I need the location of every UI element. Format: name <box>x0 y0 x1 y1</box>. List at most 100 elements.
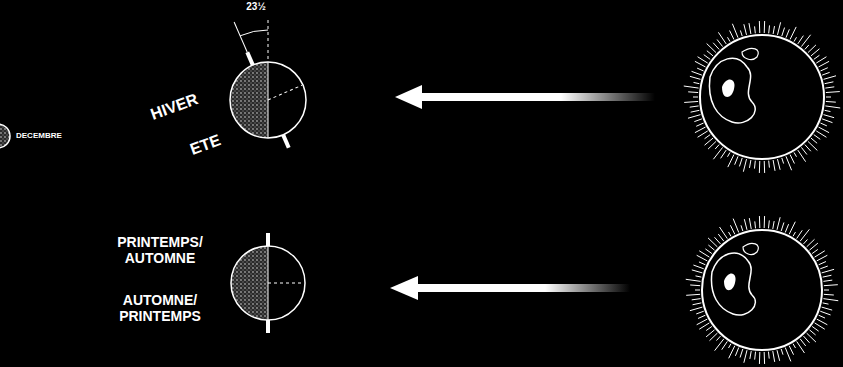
corona-ray <box>705 135 711 139</box>
corona-ray <box>735 156 738 164</box>
corona-ray <box>823 303 829 304</box>
corona-ray <box>790 155 794 164</box>
corona-ray <box>823 275 832 277</box>
corona-ray <box>785 347 791 361</box>
earth-outline <box>231 246 305 320</box>
corona-ray <box>699 251 709 257</box>
corona-ray <box>722 341 728 349</box>
corona-ray <box>744 24 747 35</box>
corona-ray <box>713 147 722 159</box>
corona-ray <box>793 344 796 348</box>
ray-head <box>395 85 422 109</box>
corona-ray <box>825 82 834 84</box>
corona-ray <box>786 29 789 37</box>
corona-ray <box>692 71 702 75</box>
axis-stub <box>266 320 270 333</box>
corona-ray <box>790 27 796 40</box>
equator <box>268 85 302 100</box>
corona-ray <box>786 156 792 170</box>
sun-spot <box>724 274 736 291</box>
corona-ray <box>699 323 709 329</box>
sun-spot <box>722 80 735 97</box>
corona-ray <box>686 294 700 296</box>
corona-ray <box>785 224 788 232</box>
corona-ray <box>733 219 739 233</box>
corona-ray <box>694 119 702 122</box>
corona-ray <box>693 303 702 305</box>
corona-ray <box>750 351 751 359</box>
corona-ray <box>732 24 738 38</box>
corona-ray <box>819 315 825 318</box>
corona-ray <box>704 55 710 60</box>
night-side <box>230 62 268 138</box>
corona-ray <box>811 138 817 143</box>
corona-ray <box>824 290 829 291</box>
corona-ray <box>705 138 713 145</box>
axis-reference <box>234 22 247 52</box>
corona-ray <box>825 110 831 111</box>
axis-stub <box>247 52 253 65</box>
corona-ray <box>693 97 698 98</box>
corona-ray <box>814 55 820 59</box>
corona-ray <box>692 270 703 273</box>
corona-ray <box>686 279 701 281</box>
corona-ray <box>826 101 836 103</box>
corona-ray <box>729 232 732 236</box>
corona <box>686 216 839 364</box>
ray-shaft <box>418 284 630 292</box>
corona-ray <box>820 123 826 126</box>
corona-ray <box>815 323 825 329</box>
vertical-reference <box>268 20 269 60</box>
corona-ray <box>695 290 700 291</box>
corona <box>684 21 840 173</box>
corona-ray <box>690 106 699 107</box>
corona-ray <box>695 127 706 133</box>
corona-ray <box>684 86 699 88</box>
corona-ray <box>803 336 809 343</box>
corona-ray <box>720 227 728 239</box>
corona-ray <box>764 161 765 173</box>
corona-ray <box>822 119 832 123</box>
corona-ray <box>819 127 830 133</box>
corona-ray <box>823 299 838 301</box>
corona-ray <box>815 251 825 257</box>
corona-ray <box>759 161 760 173</box>
corona-ray <box>716 336 720 340</box>
corona-ray <box>713 43 719 50</box>
corona-ray <box>698 315 705 318</box>
corona-ray <box>714 237 720 244</box>
corona-ray <box>811 49 819 56</box>
sun-ray-bottom <box>390 276 630 300</box>
corona-ray <box>695 276 701 277</box>
corona-ray <box>801 147 807 154</box>
sun-spot <box>743 243 758 254</box>
earth-outline <box>230 62 306 138</box>
corona-ray <box>715 339 724 351</box>
equator <box>268 283 304 284</box>
corona-ray <box>708 245 714 250</box>
sun-disc <box>700 35 824 159</box>
tilted-axis <box>234 7 323 147</box>
corona-ray <box>812 326 818 331</box>
corona-ray <box>759 216 760 228</box>
corona-ray <box>816 131 826 137</box>
corona-ray <box>728 152 731 156</box>
sun <box>686 216 839 364</box>
corona-ray <box>816 57 826 63</box>
corona-ray <box>798 36 804 44</box>
corona-ray <box>718 32 726 44</box>
corona-ray <box>730 225 734 234</box>
corona-ray <box>697 255 708 261</box>
corona-ray <box>729 346 735 359</box>
corona-ray <box>824 294 834 296</box>
ray-shaft <box>420 93 655 101</box>
corona-ray <box>809 243 817 250</box>
sun-spot <box>742 48 758 59</box>
corona-ray <box>764 352 765 364</box>
corona-ray <box>697 68 703 71</box>
angle-label: 23½ <box>238 1 274 13</box>
corona-ray <box>749 218 751 229</box>
corona-ray <box>688 91 698 93</box>
corona-ray <box>764 216 765 228</box>
corona-ray <box>705 249 711 254</box>
